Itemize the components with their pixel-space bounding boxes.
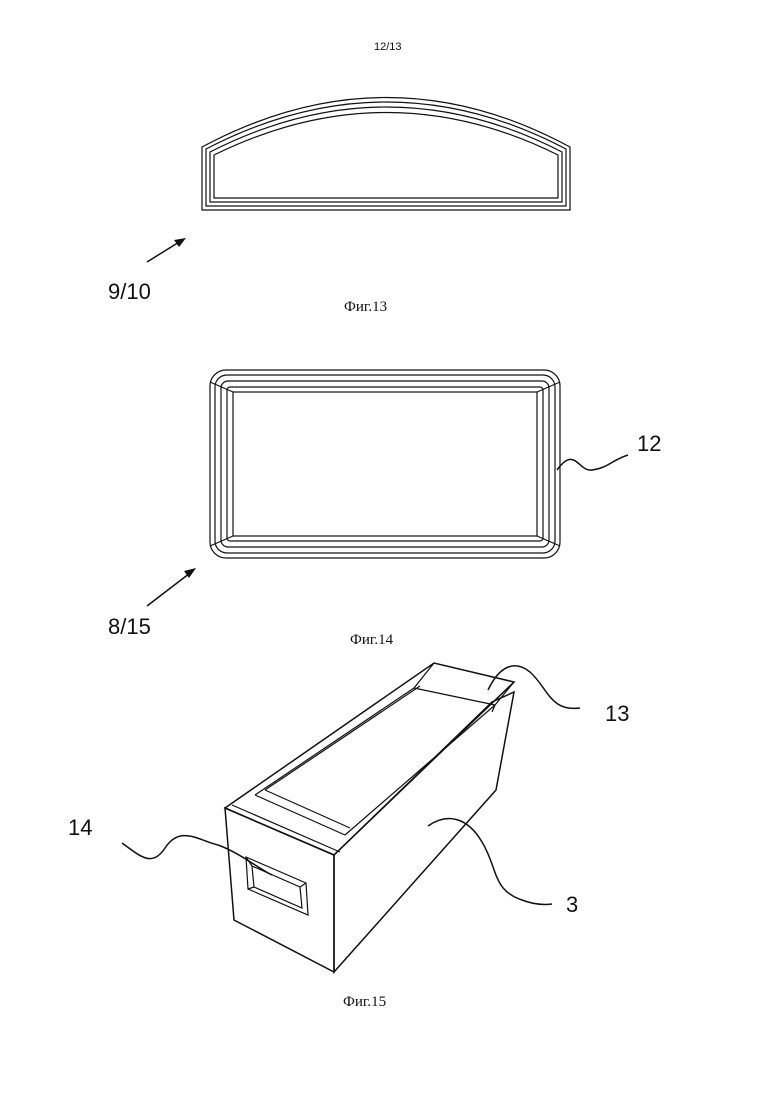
ref-label-13: 13	[605, 701, 629, 727]
fig13-arched-frame	[202, 98, 570, 211]
fig13-caption: Фиг.13	[344, 299, 387, 316]
fig14-leader-12	[557, 455, 628, 470]
fig15-caption: Фиг.15	[343, 994, 386, 1011]
fig15-leader-14	[122, 836, 272, 875]
ref-label-8-15: 8/15	[108, 614, 151, 640]
ref-label-12: 12	[637, 431, 661, 457]
fig14-rect-frame	[210, 370, 560, 558]
fig14-pointer-arrow	[147, 568, 196, 606]
ref-label-9-10: 9/10	[108, 279, 151, 305]
ref-label-3: 3	[566, 892, 578, 918]
ref-label-14: 14	[68, 815, 92, 841]
fig15-block	[225, 663, 514, 972]
fig15-leader-3	[428, 819, 552, 905]
fig14-caption: Фиг.14	[350, 632, 393, 649]
fig13-pointer-arrow	[147, 238, 186, 262]
fig15-leader-13	[488, 666, 580, 709]
